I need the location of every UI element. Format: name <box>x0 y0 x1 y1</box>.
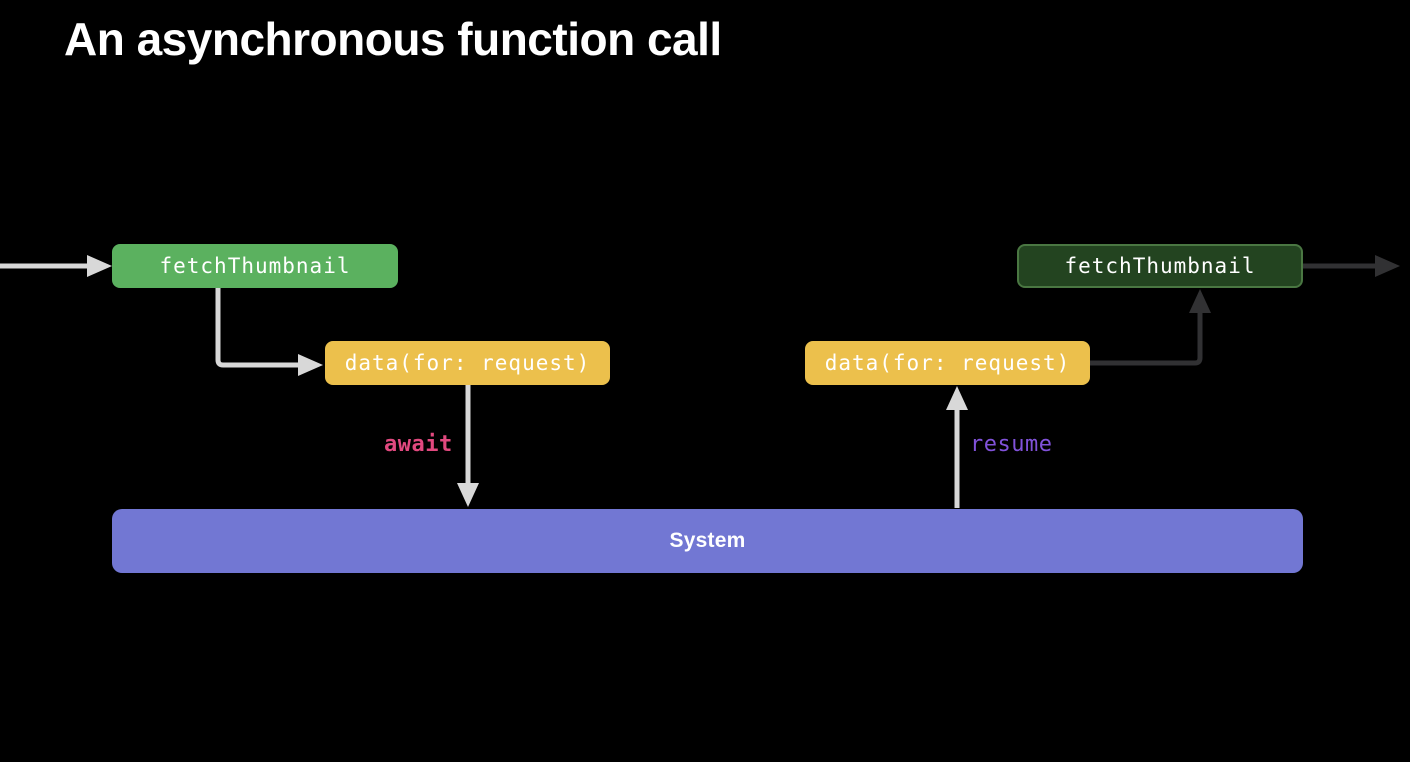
system-bar-label: System <box>669 529 746 552</box>
entry-arrow-head <box>87 255 112 277</box>
return-elbow-arrow-line <box>1090 312 1203 366</box>
data-request-box-right: data(for: request) <box>805 341 1090 385</box>
page-title: An asynchronous function call <box>64 13 722 65</box>
call-elbow-arrow-line <box>215 288 300 368</box>
await-label: await <box>384 432 453 457</box>
resume-arrow-head <box>946 386 968 410</box>
await-arrow-head <box>457 483 479 507</box>
call-elbow-arrow-head <box>298 354 323 376</box>
fetch-thumbnail-box-right: fetchThumbnail <box>1017 244 1303 288</box>
exit-arrow-head <box>1375 255 1400 277</box>
data-request-box-left: data(for: request) <box>325 341 610 385</box>
system-bar: System <box>112 509 1303 573</box>
resume-label: resume <box>970 432 1053 457</box>
fetch-thumbnail-label-right: fetchThumbnail <box>1064 254 1256 278</box>
fetch-thumbnail-label-left: fetchThumbnail <box>159 254 351 278</box>
return-elbow-arrow-head <box>1189 289 1211 313</box>
fetch-thumbnail-box-left: fetchThumbnail <box>112 244 398 288</box>
data-request-label-left: data(for: request) <box>344 351 591 375</box>
data-request-label-right: data(for: request) <box>824 351 1071 375</box>
